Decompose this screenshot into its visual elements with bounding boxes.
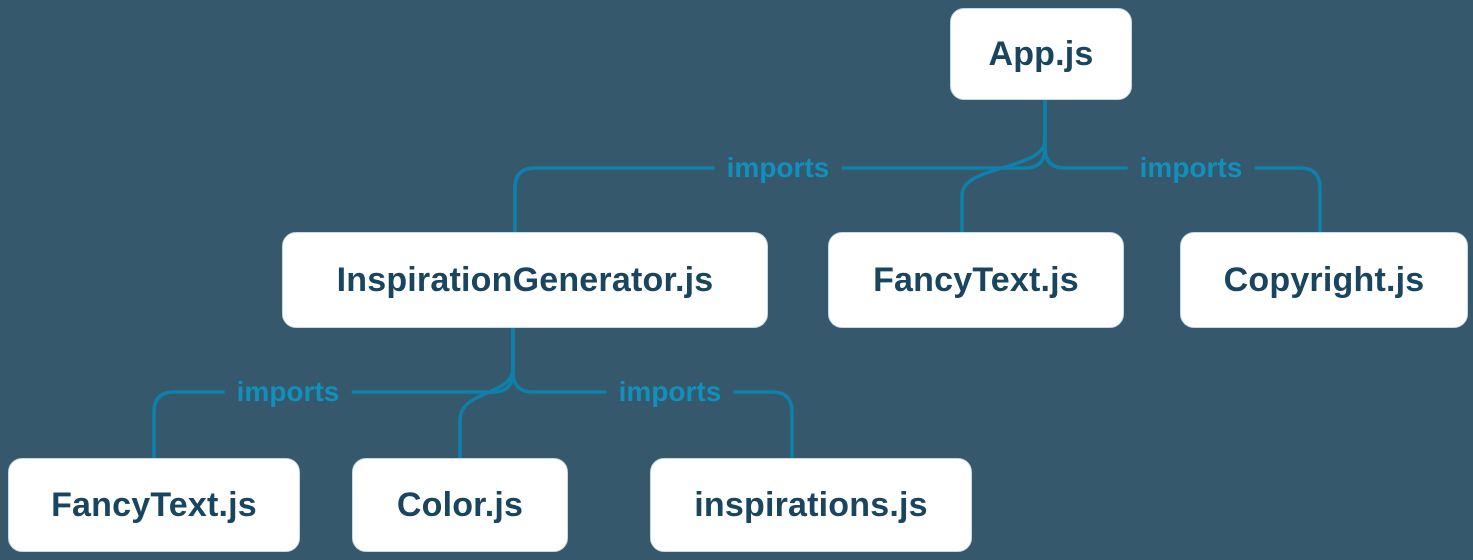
node-fancy-text-js-top: FancyText.js <box>828 232 1124 328</box>
node-color-js: Color.js <box>352 458 568 552</box>
edge-label-imports: imports <box>606 374 734 410</box>
node-label: Copyright.js <box>1223 260 1425 299</box>
edge-label-imports: imports <box>714 150 842 186</box>
node-label: FancyText.js <box>873 260 1079 299</box>
node-copyright-js: Copyright.js <box>1180 232 1468 328</box>
edge-label-imports: imports <box>1127 150 1255 186</box>
node-inspirations-js: inspirations.js <box>650 458 972 552</box>
node-fancy-text-js-bottom: FancyText.js <box>8 458 300 552</box>
edge-label-imports: imports <box>224 374 352 410</box>
node-label: Color.js <box>396 485 524 524</box>
node-label: InspirationGenerator.js <box>336 260 714 299</box>
node-label: FancyText.js <box>51 485 257 524</box>
node-inspiration-generator-js: InspirationGenerator.js <box>282 232 768 328</box>
node-label: App.js <box>988 34 1094 73</box>
node-app-js: App.js <box>950 8 1132 100</box>
node-label: inspirations.js <box>694 485 928 524</box>
